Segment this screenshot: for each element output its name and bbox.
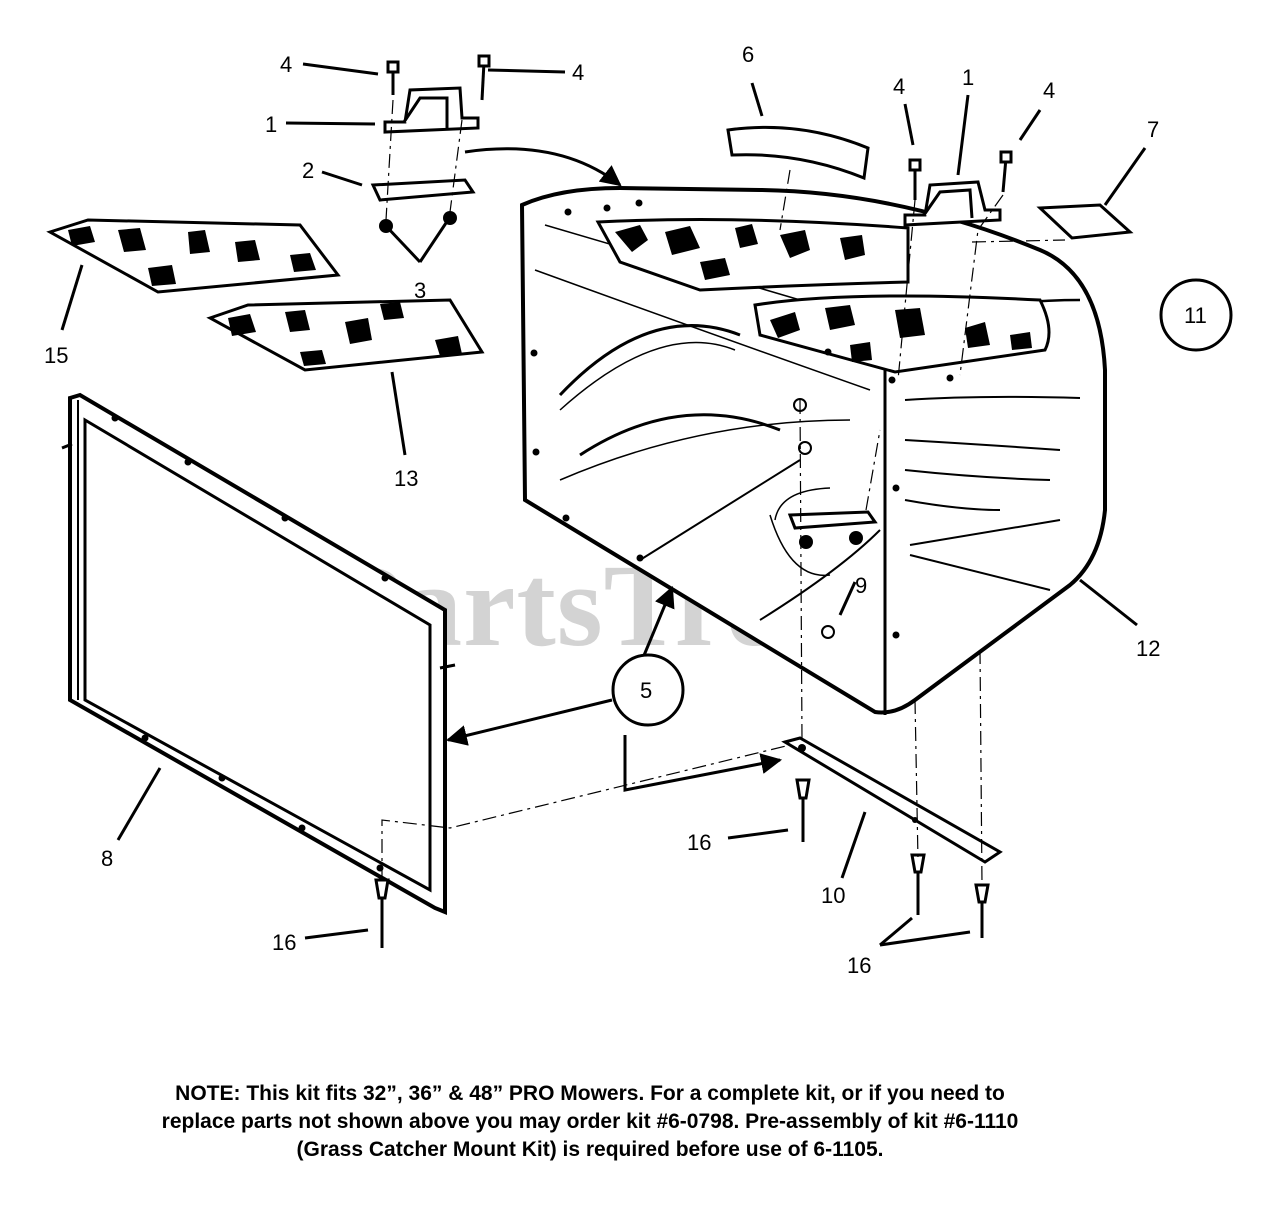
decal-6: [726, 125, 870, 181]
callout-1b: 1: [962, 65, 974, 90]
frame-8: [61, 392, 456, 915]
callout-9: 9: [855, 573, 867, 598]
callout-2: 2: [302, 158, 314, 183]
callout-3: 3: [414, 278, 426, 303]
screen-panel-13: [206, 298, 485, 372]
callout-10: 10: [821, 883, 845, 908]
plate-2: [370, 178, 476, 202]
callout-4d: 4: [1043, 78, 1055, 103]
catcher-body: [519, 185, 1107, 715]
callout-7: 7: [1147, 117, 1159, 142]
callout-circle-5: [611, 653, 685, 727]
callout-4a: 4: [280, 52, 292, 77]
leader-lines: [60, 62, 1147, 947]
callout-5: 5: [640, 678, 652, 703]
alignment-lines: [381, 99, 1066, 886]
plate-9: [787, 510, 878, 549]
bracket-1-right: [903, 180, 1002, 227]
bracket-1-left: [383, 86, 480, 134]
parts-diagram: PartsTree TM: [44, 42, 1233, 978]
callout-16a: 16: [687, 830, 711, 855]
bolts-4-left: [386, 54, 491, 101]
callout-4b: 4: [572, 60, 584, 85]
callout-12: 12: [1136, 636, 1160, 661]
arrows: [445, 147, 783, 792]
callout-16b: 16: [272, 930, 296, 955]
screen-panel-15: [46, 218, 341, 294]
catcher-screen-pattern: [615, 224, 1032, 362]
callout-13: 13: [394, 466, 418, 491]
callout-4c: 4: [893, 74, 905, 99]
callout-8: 8: [101, 846, 113, 871]
callout-15: 15: [44, 343, 68, 368]
callout-11: 11: [1184, 303, 1207, 328]
bolts-16: [374, 778, 990, 948]
note-line-3: (Grass Catcher Mount Kit) is required be…: [296, 1138, 884, 1161]
note-text: NOTE: This kit fits 32”, 36” & 48” PRO M…: [40, 1080, 1140, 1164]
callout-6: 6: [742, 42, 754, 67]
bolts-4-right: [908, 150, 1013, 200]
note-line-2: replace parts not shown above you may or…: [161, 1110, 1019, 1133]
bar-10: [781, 736, 1003, 864]
callout-1a: 1: [265, 112, 277, 137]
callout-circle-11: [1159, 278, 1233, 352]
plate-7: [1036, 203, 1134, 240]
note-line-1: NOTE: This kit fits 32”, 36” & 48” PRO M…: [175, 1082, 1005, 1105]
callout-16c: 16: [847, 953, 871, 978]
